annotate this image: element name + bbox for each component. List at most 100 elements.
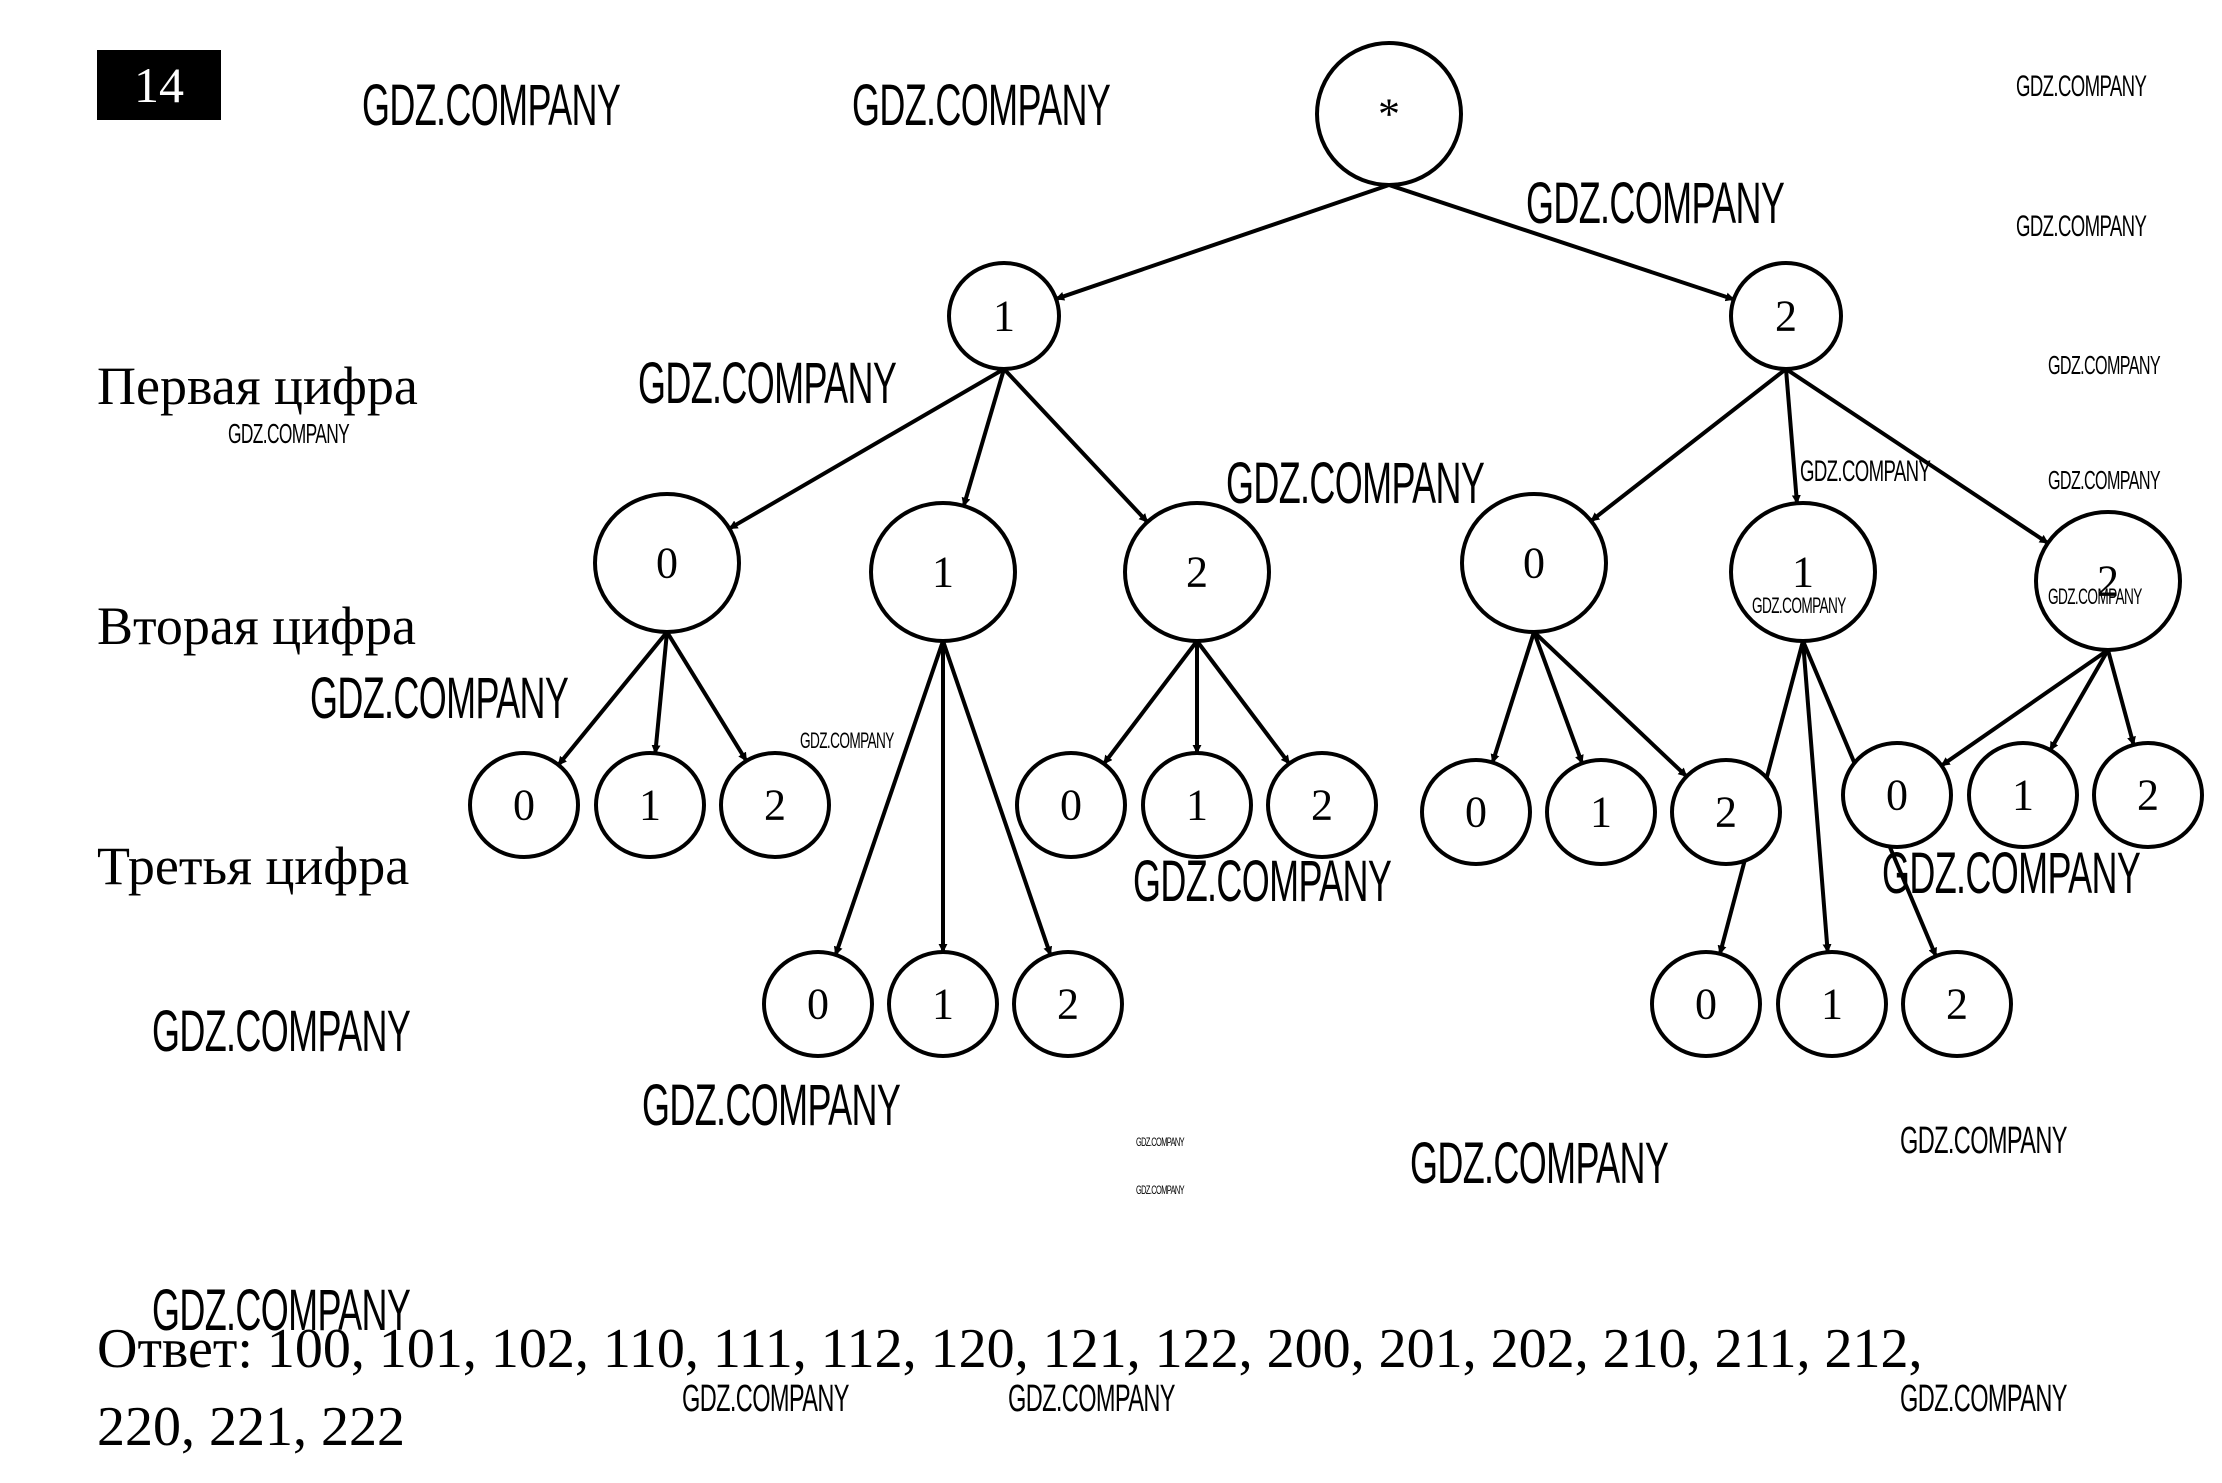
tree-node-2-label: 2 bbox=[1775, 292, 1797, 341]
tree-node-112-circle bbox=[1012, 950, 1124, 1058]
tree-node-222-circle bbox=[2092, 741, 2204, 849]
tree-node-101-label: 1 bbox=[639, 781, 661, 830]
tree-node-10-circle bbox=[593, 492, 741, 634]
tree-node-120: 0 bbox=[1015, 751, 1127, 859]
watermark-text: GDZ.COMPANY bbox=[2048, 465, 2161, 495]
watermark-text: GDZ.COMPANY bbox=[2016, 210, 2147, 243]
tree-node-212-circle bbox=[1901, 950, 2013, 1058]
watermark-text: GDZ.COMPANY bbox=[2048, 350, 2161, 380]
watermark-text: GDZ.COMPANY bbox=[1133, 849, 1392, 914]
tree-node-212: 2 bbox=[1901, 950, 2013, 1058]
tree-node-222: 2 bbox=[2092, 741, 2204, 849]
tree-node-21-label: 1 bbox=[1792, 548, 1814, 597]
tree-node-11-label: 1 bbox=[932, 548, 954, 597]
tree-node-211-label: 1 bbox=[1821, 980, 1843, 1029]
tree-node-200-circle bbox=[1420, 758, 1532, 866]
watermark-text: GDZ.COMPANY bbox=[1136, 1135, 1185, 1149]
watermark-text: GDZ.COMPANY bbox=[228, 418, 350, 449]
edge-root-2 bbox=[1388, 183, 1735, 302]
tree-node-1-label: 1 bbox=[993, 292, 1015, 341]
tree-node-111: 1 bbox=[887, 950, 999, 1058]
watermark-text: GDZ.COMPANY bbox=[1800, 455, 1931, 488]
tree-node-12-label: 2 bbox=[1186, 548, 1208, 597]
tree-node-12: 2 bbox=[1123, 501, 1271, 643]
edge-12-122 bbox=[1195, 639, 1291, 765]
edge-22-222 bbox=[2106, 649, 2136, 746]
edge-1-12 bbox=[1002, 367, 1149, 524]
edge-11-112 bbox=[941, 640, 1053, 956]
level-label-first: Первая цифра bbox=[97, 356, 418, 416]
tree-node-220-label: 0 bbox=[1886, 771, 1908, 820]
tree-node-200-label: 0 bbox=[1465, 788, 1487, 837]
edge-12-120 bbox=[1102, 639, 1199, 765]
tree-node-211: 1 bbox=[1776, 950, 1888, 1058]
tree-node-120-circle bbox=[1015, 751, 1127, 859]
tree-node-210-label: 0 bbox=[1695, 980, 1717, 1029]
tree-node-122: 2 bbox=[1266, 751, 1378, 859]
level-label-second: Вторая цифра bbox=[97, 596, 416, 656]
tree-node-221: 1 bbox=[1967, 741, 2079, 849]
edge-root-1 bbox=[1055, 183, 1390, 301]
tree-node-100: 0 bbox=[468, 751, 580, 859]
tree-node-2: 2 bbox=[1729, 261, 1843, 371]
watermark-text: GDZ.COMPANY bbox=[1136, 1183, 1185, 1197]
tree-node-20: 0 bbox=[1460, 492, 1608, 634]
watermark-text: GDZ.COMPANY bbox=[1900, 1378, 2067, 1420]
tree-node-122-label: 2 bbox=[1311, 781, 1333, 830]
edge-10-100 bbox=[556, 630, 669, 767]
tree-node-201-circle bbox=[1545, 758, 1657, 866]
tree-node-11-circle bbox=[869, 501, 1017, 643]
edge-22-220 bbox=[1940, 648, 2110, 768]
tree-node-210-circle bbox=[1650, 950, 1762, 1058]
tree-node-12-circle bbox=[1123, 501, 1271, 643]
tree-node-202-label: 2 bbox=[1715, 788, 1737, 837]
watermark-text: GDZ.COMPANY bbox=[1752, 593, 1846, 618]
watermark-text: GDZ.COMPANY bbox=[800, 728, 894, 753]
tree-node-20-circle bbox=[1460, 492, 1608, 634]
answer-block: Ответ: 100, 101, 102, 110, 111, 112, 120… bbox=[97, 1310, 2147, 1466]
tree-node-1: 1 bbox=[947, 261, 1061, 371]
watermark-text: GDZ.COMPANY bbox=[2016, 70, 2147, 103]
tree-node-101-circle bbox=[594, 751, 706, 859]
tree-node-21: 1 bbox=[1729, 501, 1877, 643]
edge-2-20 bbox=[1589, 367, 1788, 523]
tree-node-202: 2 bbox=[1670, 758, 1782, 866]
tree-node-212-label: 2 bbox=[1946, 980, 1968, 1029]
tree-node-21-circle bbox=[1729, 501, 1877, 643]
tree-node-111-circle bbox=[887, 950, 999, 1058]
edge-11-110 bbox=[833, 640, 945, 956]
tree-node-2-circle bbox=[1729, 261, 1843, 371]
watermark-text: GDZ.COMPANY bbox=[682, 1378, 849, 1420]
tree-node-220: 0 bbox=[1841, 741, 1953, 849]
edge-21-211 bbox=[1801, 640, 1832, 954]
watermark-text: GDZ.COMPANY bbox=[852, 73, 1111, 138]
answer-label: Ответ: bbox=[97, 1318, 253, 1380]
tree-node-111-label: 1 bbox=[932, 980, 954, 1029]
tree-node-201-label: 1 bbox=[1590, 788, 1612, 837]
edge-10-101 bbox=[651, 631, 669, 755]
tree-node-200: 0 bbox=[1420, 758, 1532, 866]
tree-node-110: 0 bbox=[762, 950, 874, 1058]
tree-node-22-label: 2 bbox=[2097, 557, 2119, 606]
tree-node-102-circle bbox=[719, 751, 831, 859]
watermark-text: GDZ.COMPANY bbox=[362, 73, 621, 138]
level-label-third: Третья цифра bbox=[97, 836, 410, 896]
watermark-text: GDZ.COMPANY bbox=[310, 666, 569, 731]
tree-node-20-label: 0 bbox=[1523, 539, 1545, 588]
edge-20-200 bbox=[1490, 631, 1536, 764]
tree-node-100-label: 0 bbox=[513, 781, 535, 830]
watermark-text: GDZ.COMPANY bbox=[1226, 451, 1485, 516]
tree-node-10: 0 bbox=[593, 492, 741, 634]
watermark-text: GDZ.COMPANY bbox=[1410, 1131, 1669, 1196]
tree-node-101: 1 bbox=[594, 751, 706, 859]
watermark-text: GDZ.COMPANY bbox=[2048, 584, 2142, 609]
watermark-text: GDZ.COMPANY bbox=[1882, 841, 2141, 906]
tree-node-222-label: 2 bbox=[2137, 771, 2159, 820]
tree-node-202-circle bbox=[1670, 758, 1782, 866]
watermark-text: GDZ.COMPANY bbox=[1900, 1120, 2067, 1162]
tree-node-root-circle bbox=[1315, 41, 1463, 187]
tree-node-221-label: 1 bbox=[2012, 771, 2034, 820]
edge-2-22 bbox=[1784, 367, 2049, 545]
tree-node-121-label: 1 bbox=[1186, 781, 1208, 830]
